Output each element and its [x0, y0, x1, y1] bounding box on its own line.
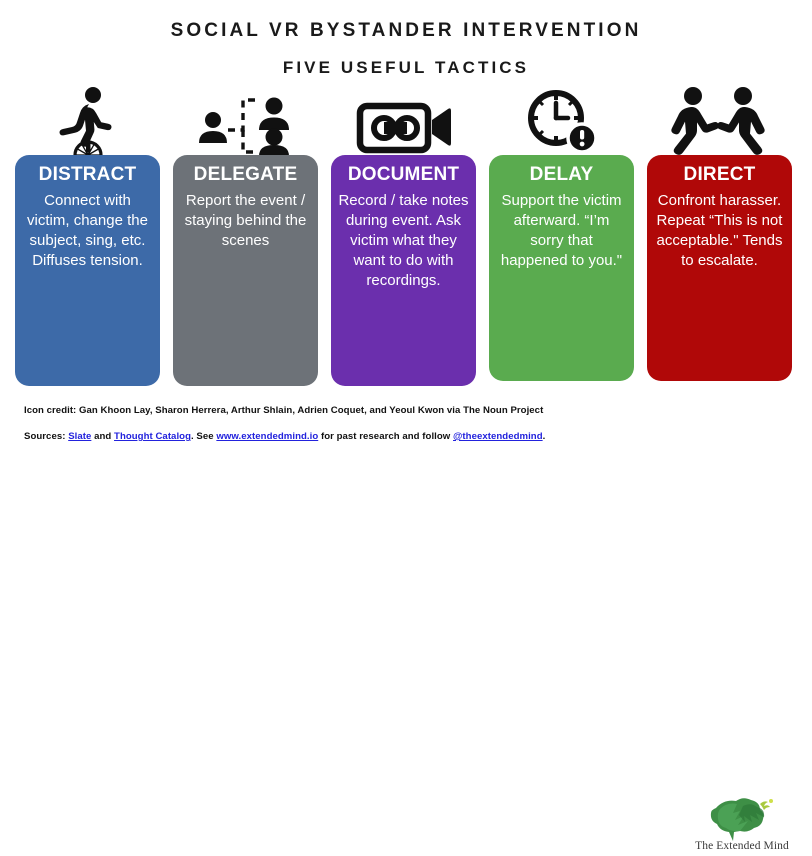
card-delay[interactable]: DELAY Support the victim afterward. “I’m… [489, 155, 634, 381]
clock-alert-icon [489, 84, 634, 156]
card-body: Confront harasser. Repeat “This is not a… [656, 191, 783, 269]
card-title: DIRECT [683, 164, 756, 185]
icon-credit-text: Icon credit: Gan Khoon Lay, Sharon Herre… [24, 405, 544, 416]
sources-line: Sources: Slate and Thought Catalog. See … [24, 431, 684, 442]
card-distract[interactable]: DISTRACT Connect with victim, change the… [15, 155, 160, 386]
page-subtitle: FIVE USEFUL TACTICS [282, 58, 530, 77]
unicycle-rider-icon [15, 84, 160, 156]
two-walking-people-icon [647, 84, 792, 156]
sources-conjunction-2: . See [190, 431, 214, 442]
people-delegation-icon [173, 84, 318, 156]
page-title: SOCIAL VR BYSTANDER INTERVENTION [170, 20, 642, 41]
card-body: Support the victim afterward. “I’m sorry… [500, 191, 623, 269]
sources-period: . [542, 431, 546, 442]
footer: Icon credit: Gan Khoon Lay, Sharon Herre… [0, 400, 812, 852]
brand-logo[interactable]: The Extended Mind [682, 798, 802, 856]
card-title: DOCUMENT [347, 164, 460, 185]
card-title: DELEGATE [193, 164, 298, 185]
sources-conjunction-3: for past research and follow [320, 431, 451, 442]
sources-conjunction-1: and [94, 431, 112, 442]
card-title: DELAY [529, 164, 594, 185]
card-body: Record / take notes during event. Ask vi… [338, 191, 469, 289]
sources-label: Sources: [24, 431, 66, 442]
card-document[interactable]: DOCUMENT Record / take notes during even… [331, 155, 476, 386]
infographic-canvas: SOCIAL VR BYSTANDER INTERVENTION FIVE US… [0, 20, 812, 852]
link-slate[interactable]: Slate [68, 431, 92, 442]
card-direct[interactable]: DIRECT Confront harasser. Repeat “This i… [647, 155, 792, 381]
card-delegate[interactable]: DELEGATE Report the event / staying behi… [173, 155, 318, 386]
icon-row [0, 84, 812, 156]
card-title: DISTRACT [38, 164, 137, 185]
link-extendedmind-website[interactable]: www.extendedmind.io [216, 431, 319, 442]
video-camera-icon [331, 84, 476, 156]
link-thought-catalog[interactable]: Thought Catalog [114, 431, 191, 442]
card-body: Report the event / staying behind the sc… [184, 191, 307, 249]
link-twitter-handle[interactable]: @theextendedmind [453, 431, 543, 442]
card-body: Connect with victim, change the subject,… [27, 191, 148, 269]
brand-logo-text: The Extended Mind [695, 840, 789, 852]
